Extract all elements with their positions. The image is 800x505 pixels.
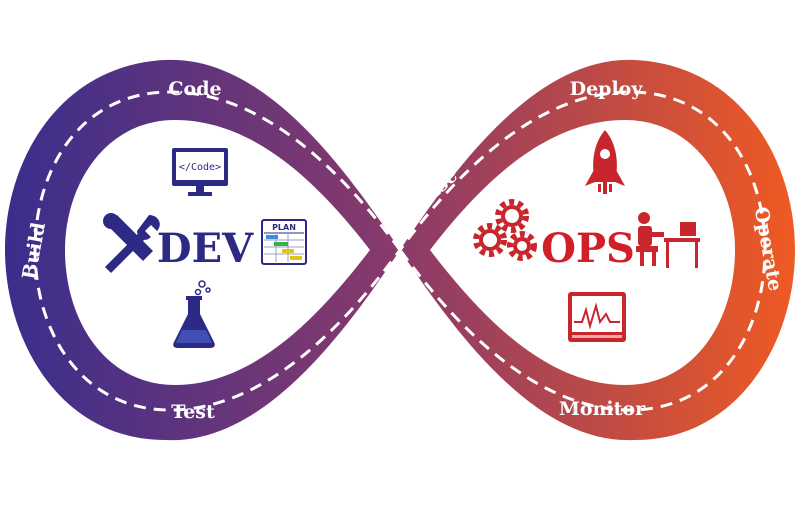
tools-icon	[103, 213, 160, 273]
plan-chart-icon: PLAN	[261, 219, 307, 265]
label-test: Test	[171, 401, 215, 423]
ops-loop-hole	[430, 120, 735, 385]
ops-section: OPS	[473, 130, 700, 342]
ops-label: OPS	[541, 225, 635, 272]
monitor-code-icon: </Code>	[172, 148, 228, 196]
label-deploy: Deploy	[570, 78, 644, 100]
label-code: Code	[168, 78, 221, 100]
flask-icon	[173, 280, 215, 348]
label-monitor: Monitor	[559, 398, 646, 420]
operator-desk-icon	[636, 212, 700, 268]
dev-section: </Code> DEV PLAN	[103, 148, 307, 348]
dev-loop-hole	[65, 120, 370, 385]
monitor-code-text: </Code>	[179, 162, 221, 173]
dashed-track	[33, 90, 767, 412]
rocket-icon	[585, 130, 625, 194]
plan-chart-text: PLAN	[272, 223, 296, 232]
dev-label: DEV	[157, 225, 254, 272]
gears-icon	[473, 199, 537, 261]
monitor-graph-icon	[568, 292, 626, 342]
